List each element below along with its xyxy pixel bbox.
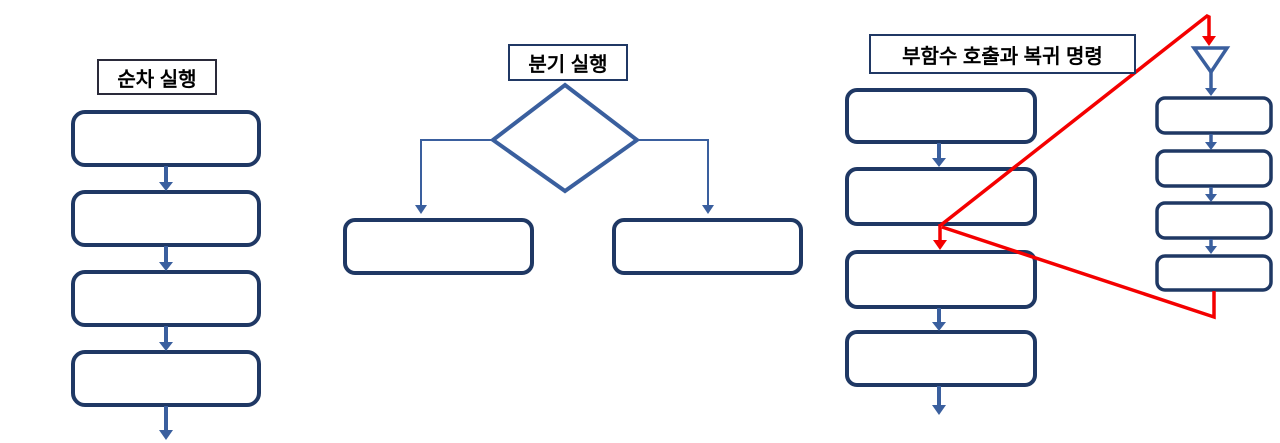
sequential-boxes bbox=[71, 110, 261, 407]
subroutine-flowchart bbox=[845, 13, 1273, 415]
down-arrow-icon bbox=[159, 182, 173, 191]
process-box bbox=[343, 218, 534, 275]
process-box bbox=[1155, 201, 1273, 240]
process-box bbox=[1155, 149, 1273, 188]
main-arrows bbox=[932, 143, 946, 415]
down-arrow-icon bbox=[159, 262, 173, 271]
sequential-flowchart bbox=[71, 110, 261, 440]
branch-boxes bbox=[343, 218, 803, 275]
branch-flowchart bbox=[343, 82, 803, 275]
down-arrow-icon bbox=[1205, 88, 1217, 96]
elbow-connector bbox=[637, 139, 709, 206]
process-box bbox=[845, 250, 1037, 309]
subroutine-arrows bbox=[1205, 72, 1217, 254]
down-arrow-icon bbox=[702, 205, 714, 214]
down-arrow-icon bbox=[1205, 246, 1217, 254]
process-box bbox=[845, 330, 1037, 387]
entry-triangle-icon bbox=[1190, 46, 1231, 76]
branch-connectors bbox=[415, 139, 714, 214]
down-arrow-icon bbox=[159, 342, 173, 351]
subroutine-boxes bbox=[1155, 96, 1273, 292]
process-box bbox=[1155, 96, 1273, 135]
call-line bbox=[939, 13, 1211, 227]
process-box bbox=[845, 88, 1037, 144]
process-box bbox=[71, 270, 261, 327]
return-line bbox=[941, 225, 1216, 320]
title-subroutine-call-return: 부함수 호출과 복귀 명령 bbox=[869, 34, 1136, 74]
process-box bbox=[845, 167, 1037, 226]
down-arrow-icon bbox=[1205, 142, 1217, 150]
down-arrow-icon bbox=[932, 405, 946, 415]
process-box bbox=[71, 190, 261, 247]
down-arrow-icon bbox=[415, 205, 427, 214]
process-box bbox=[1155, 254, 1273, 292]
decision-diamond bbox=[489, 82, 641, 194]
title-sequential-execution: 순차 실행 bbox=[97, 59, 217, 95]
process-box bbox=[71, 350, 261, 407]
down-arrow-icon bbox=[159, 430, 173, 440]
call-arrow-icon bbox=[1202, 36, 1216, 46]
resume-arrow-icon bbox=[933, 240, 947, 250]
down-arrow-icon bbox=[932, 158, 946, 167]
sequential-arrows bbox=[159, 166, 173, 440]
call-return-path bbox=[933, 13, 1216, 320]
process-box bbox=[71, 110, 261, 167]
elbow-connector bbox=[420, 139, 493, 206]
down-arrow-icon bbox=[1205, 194, 1217, 202]
process-box bbox=[612, 218, 803, 275]
title-branch-execution: 분기 실행 bbox=[508, 44, 628, 81]
down-arrow-icon bbox=[932, 322, 946, 331]
